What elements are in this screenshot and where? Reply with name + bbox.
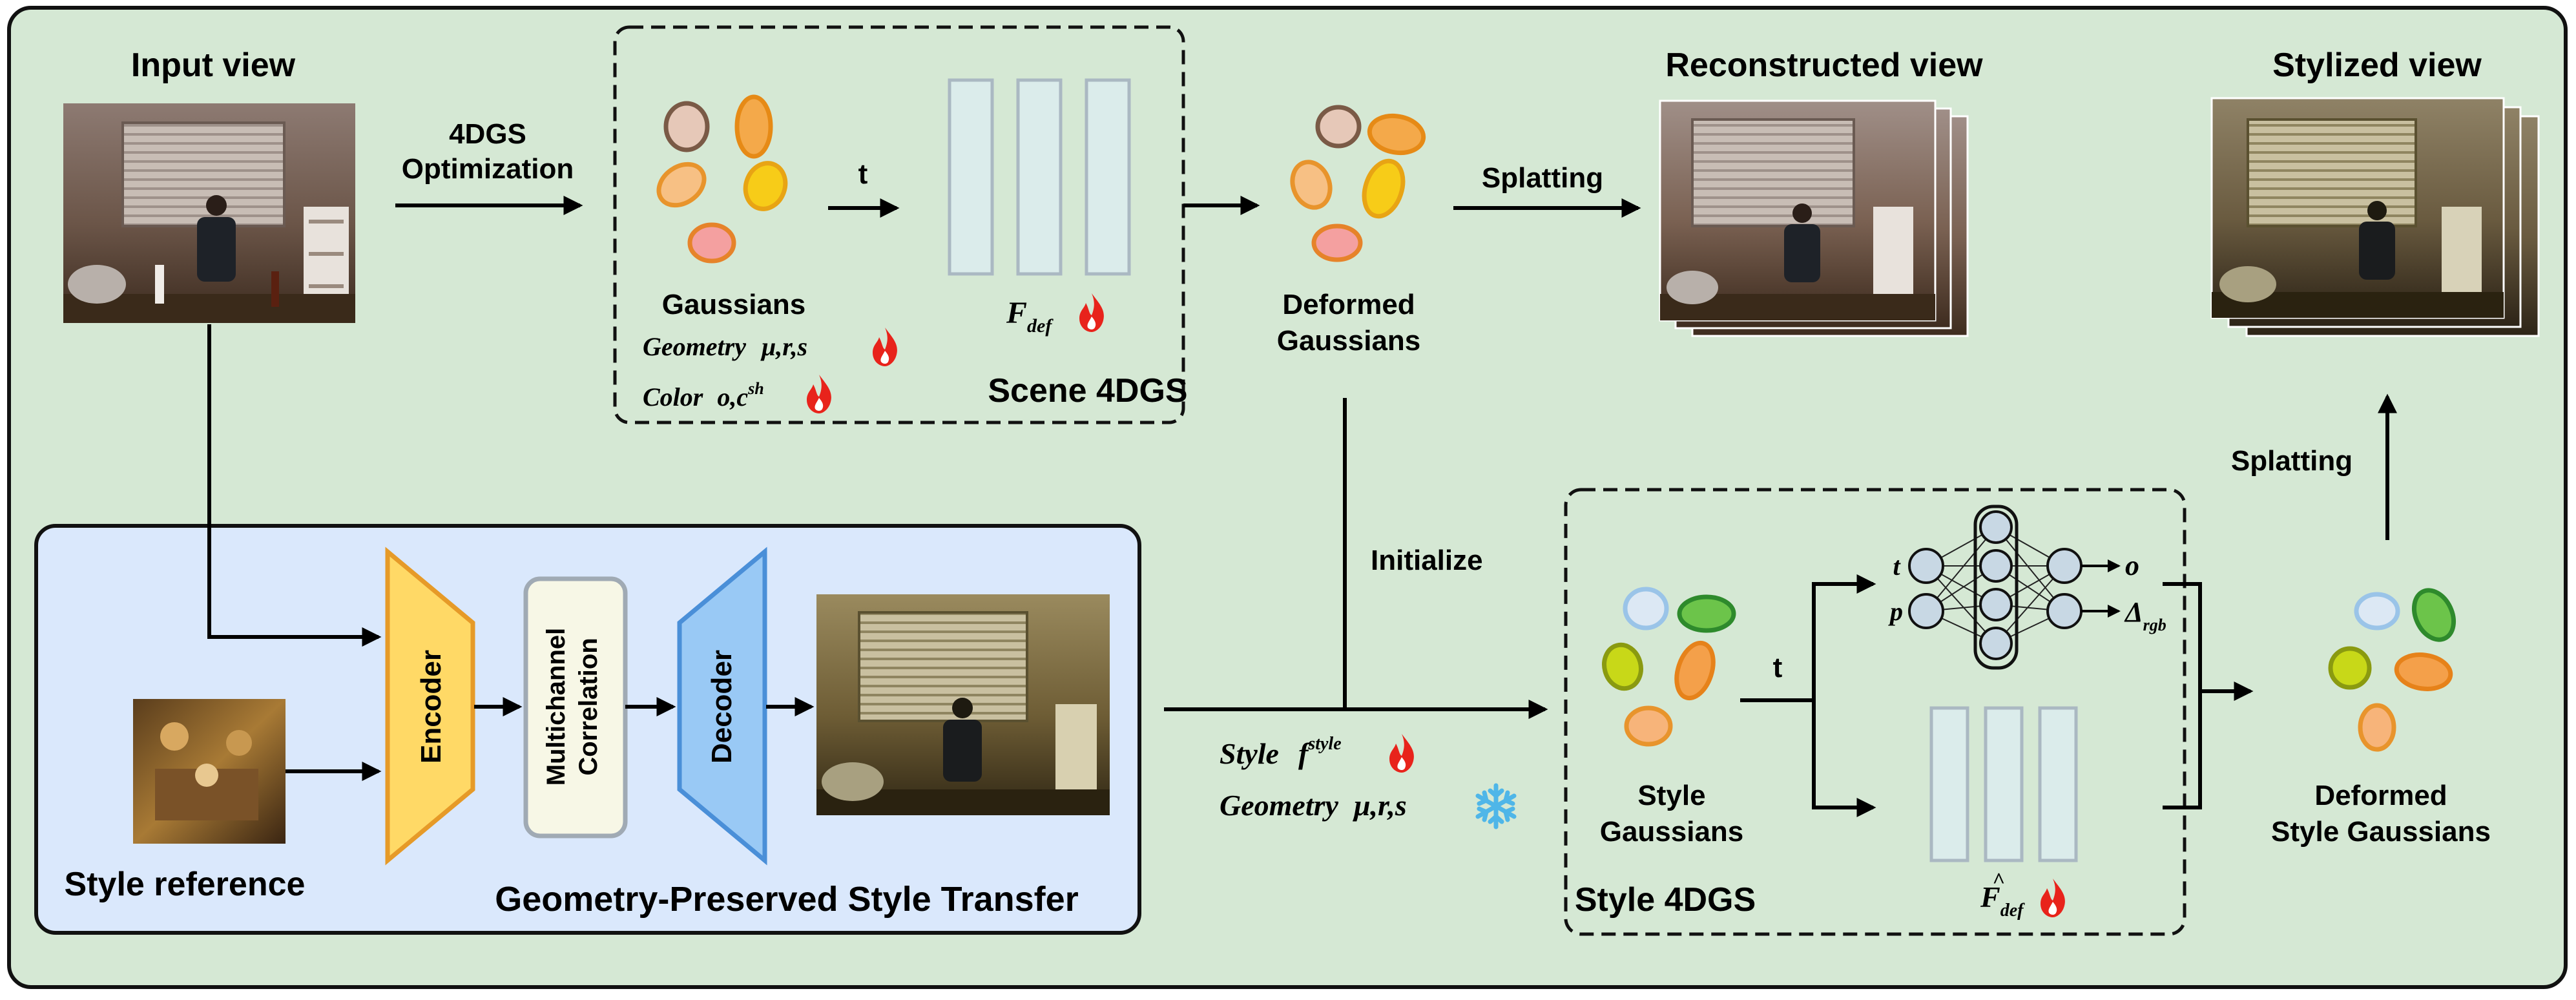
arrow-to-mlp: [1812, 574, 1876, 700]
style-transfer-output-image: [816, 594, 1110, 815]
geometry-vars: μ,r,s: [760, 332, 807, 361]
deformed-gaussians-cluster: [1290, 105, 1426, 262]
deformed-style-gaussians-line1: Deformed: [2314, 780, 2447, 811]
style-gaussians-line2: Gaussians: [1600, 816, 1744, 848]
stylized-view-title: Stylized view: [2272, 47, 2482, 84]
scene-4dgs-box: [613, 25, 1185, 424]
encoder-block: [385, 547, 475, 866]
splatting-label-right: Splatting: [2231, 445, 2353, 477]
stylized-view-images: [2210, 97, 2540, 337]
splatting-label-top: Splatting: [1482, 162, 1603, 194]
optimization-label-line2: Optimization: [402, 153, 574, 185]
color-attributes: Color o,csh: [643, 379, 764, 411]
arrow-to-deform-bars: [1812, 700, 1876, 817]
mlp-input-t: t: [1893, 552, 1901, 581]
deformed-style-gaussians-cluster: [2328, 588, 2456, 752]
style-4dgs-label: Style 4DGS: [1575, 881, 1756, 919]
reconstructed-view-images: [1659, 99, 1969, 337]
mlp-nodes: [1908, 510, 2083, 660]
time-label-bottom: t: [1773, 652, 1783, 683]
gaussians-label: Gaussians: [662, 289, 806, 320]
initialize-label: Initialize: [1371, 545, 1483, 576]
scene-4dgs-label: Scene 4DGS: [988, 372, 1187, 410]
style-4dgs-box: [1564, 488, 2186, 936]
mlp-output-o: o: [2125, 550, 2139, 581]
decoder-label: Decoder: [706, 650, 738, 764]
f-def-label: Fdef: [1006, 296, 1054, 337]
f-hat-def-label: Fdef: [1980, 880, 2025, 921]
style-transfer-panel-title: Geometry-Preserved Style Transfer: [495, 880, 1078, 919]
color-word: Color: [643, 382, 703, 411]
input-view-image: [63, 103, 355, 323]
geometry-word: Geometry: [643, 332, 746, 361]
deformed-gaussians-line1: Deformed: [1282, 289, 1415, 320]
optimization-label-line1: 4DGS: [449, 118, 526, 150]
multichannel-label: Multichannel: [542, 628, 570, 786]
f-hat-def-hat: ^: [1992, 869, 2004, 893]
deformed-style-gaussians-line2: Style Gaussians: [2271, 816, 2491, 848]
arrow-input-to-encoder: [207, 324, 382, 647]
merge-line-bottom: [2163, 691, 2202, 809]
style-reference-label: Style reference: [65, 866, 306, 903]
snowflake-icon: [1475, 783, 1517, 829]
mlp-output-delta: Δrgb: [2124, 596, 2166, 634]
time-label-top: t: [858, 158, 868, 190]
decoder-block: [677, 547, 767, 866]
style-gaussians-cluster: [1602, 587, 1736, 747]
color-vars: o,c: [717, 382, 748, 411]
encoder-label: Encoder: [415, 650, 447, 764]
deformation-network-bars: [948, 78, 1131, 276]
reconstructed-view-title: Reconstructed view: [1665, 47, 1983, 84]
style-reference-image: [133, 699, 286, 844]
style-deformation-bars: [1929, 706, 2078, 862]
mlp-hidden-layer-box: [1973, 505, 2019, 670]
color-vars-sup: sh: [747, 379, 764, 398]
style-gaussians-line1: Style: [1637, 780, 1705, 811]
geometry-attributes: Geometry μ,r,s: [643, 332, 807, 361]
merge-line-top: [2163, 582, 2202, 691]
input-view-title: Input view: [131, 47, 296, 84]
mlp-input-p: p: [1888, 597, 1903, 626]
scene-gaussians-cluster: [656, 94, 788, 264]
deformed-gaussians-line2: Gaussians: [1277, 325, 1421, 357]
correlation-label: Correlation: [574, 638, 603, 775]
